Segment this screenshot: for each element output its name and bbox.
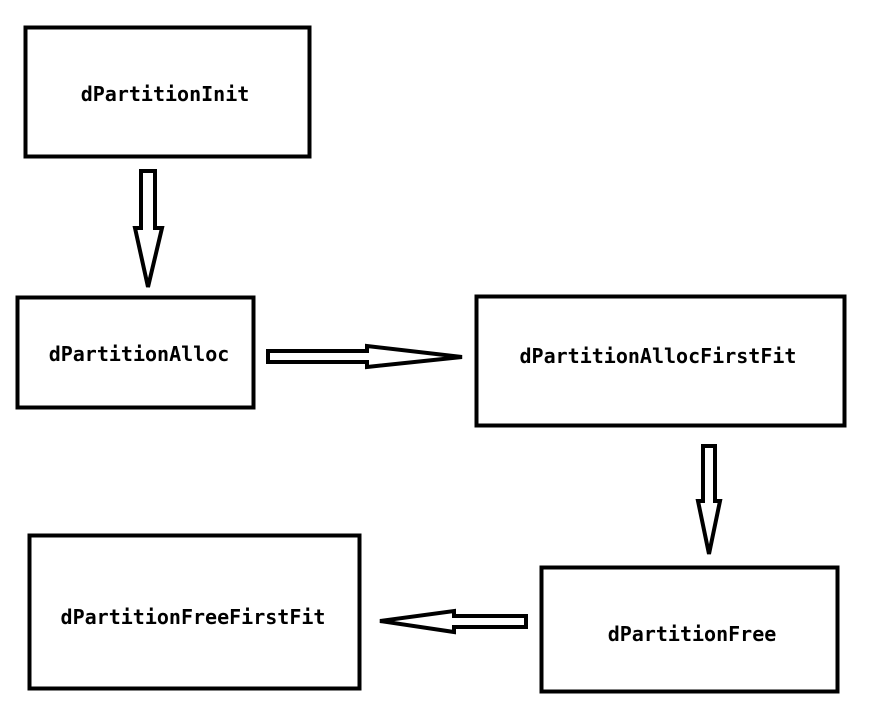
node-label: dPartitionFreeFirstFit xyxy=(61,605,326,629)
node-dpartition-alloc-first-fit: dPartitionAllocFirstFit xyxy=(474,294,847,428)
node-box xyxy=(539,565,840,694)
node-label: dPartitionAlloc xyxy=(49,342,230,366)
arrow-alloc-first-fit-to-free xyxy=(695,444,723,555)
node-dpartition-free-first-fit: dPartitionFreeFirstFit xyxy=(27,533,362,691)
arrow-alloc-to-alloc-first-fit xyxy=(266,343,463,370)
node-dpartition-alloc: dPartitionAlloc xyxy=(15,295,256,410)
node-label: dPartitionAllocFirstFit xyxy=(520,344,797,368)
node-dpartition-free: dPartitionFree xyxy=(539,565,840,694)
node-box xyxy=(27,533,362,691)
arrow-init-to-alloc xyxy=(132,169,165,288)
node-box xyxy=(15,295,256,410)
node-label: dPartitionFree xyxy=(608,622,777,646)
node-box xyxy=(23,25,312,159)
node-box xyxy=(474,294,847,428)
arrow-free-to-free-first-fit xyxy=(379,608,528,635)
node-dpartition-init: dPartitionInit xyxy=(23,25,312,159)
node-label: dPartitionInit xyxy=(81,82,250,106)
